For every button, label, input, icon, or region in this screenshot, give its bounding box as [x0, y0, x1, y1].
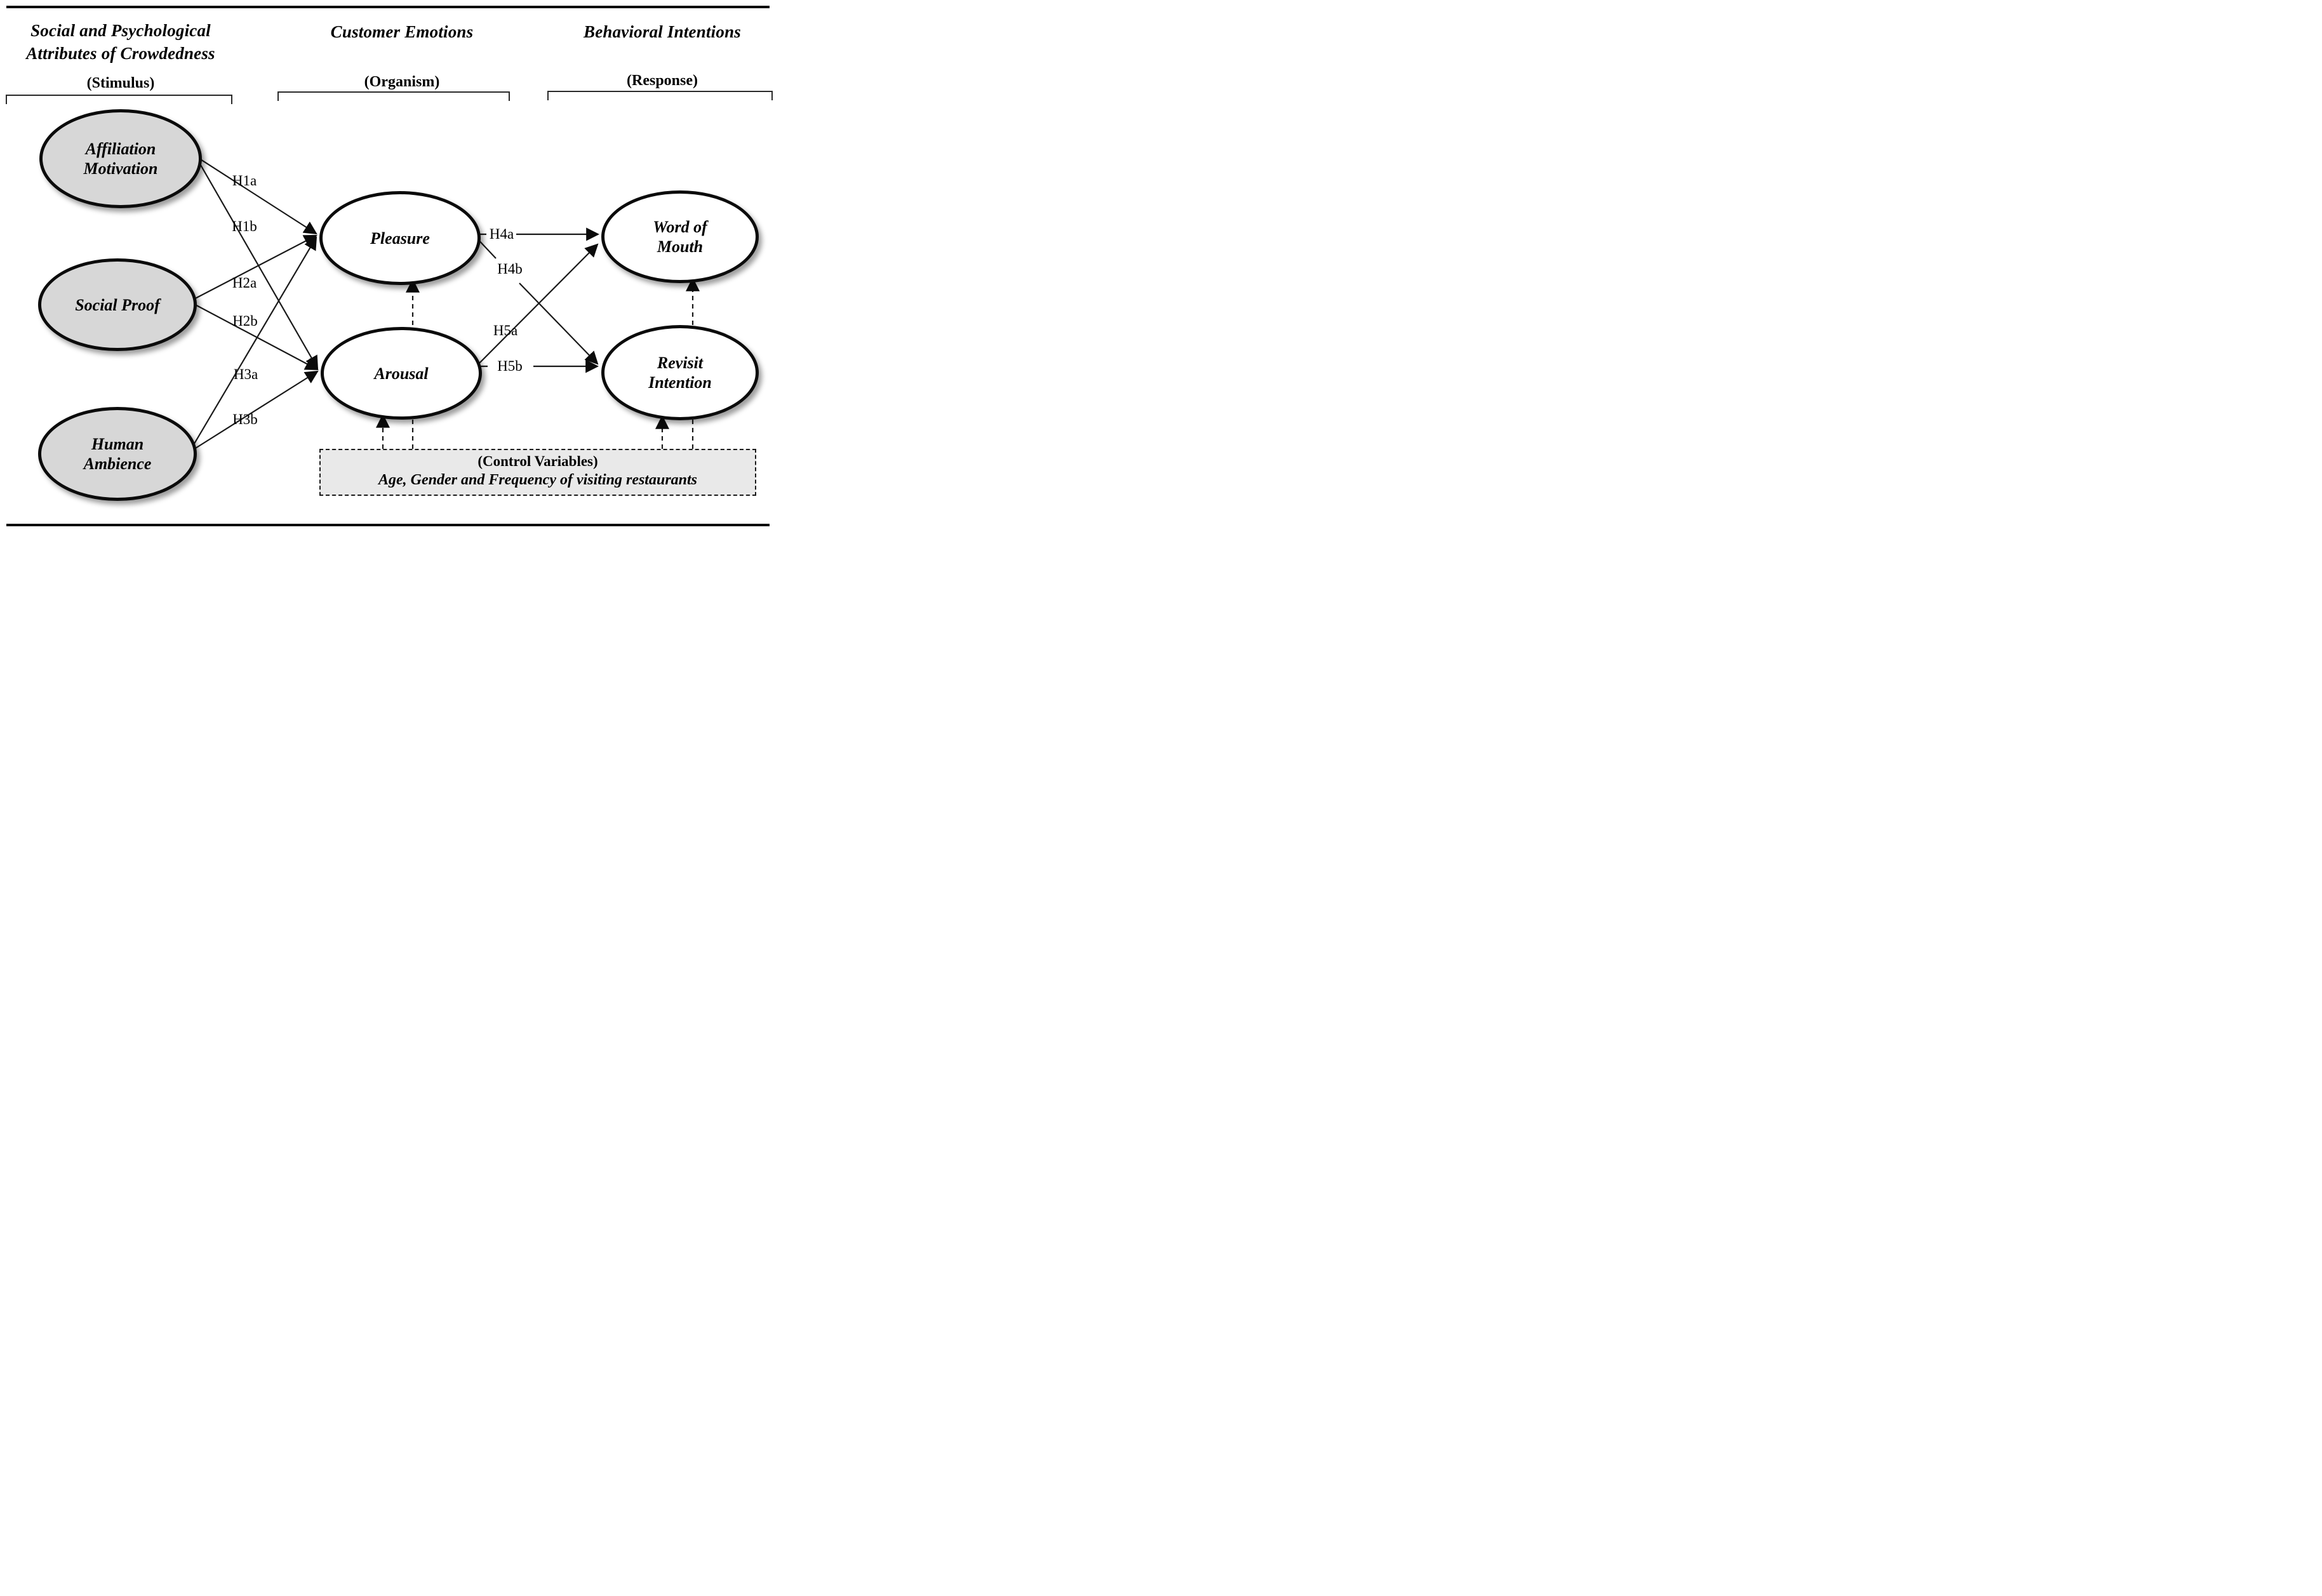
stimulus-header-line2: Attributes of Crowdedness: [26, 44, 215, 63]
control-variables-title: (Control Variables): [477, 453, 598, 469]
node-revisit-intention: Revisit Intention: [601, 325, 759, 420]
node-human-ambience-line1: Human: [91, 435, 144, 453]
label-h2a: H2a: [232, 275, 257, 291]
node-arousal-line1: Arousal: [374, 364, 429, 383]
bottom-rule: [6, 524, 770, 526]
organism-header-line1: Customer Emotions: [330, 22, 474, 41]
arrow-h3b: [190, 370, 319, 452]
organism-bracket: [277, 91, 510, 101]
arrow-h2a: [190, 235, 317, 302]
node-revisit-line2: Intention: [648, 373, 712, 392]
label-h3b: H3b: [232, 411, 258, 427]
stimulus-bracket: [6, 95, 232, 104]
label-h4b: H4b: [497, 261, 523, 277]
organism-tag: (Organism): [364, 74, 440, 90]
control-variables-box: (Control Variables) Age, Gender and Freq…: [319, 449, 756, 496]
response-header-line1: Behavioral Intentions: [583, 22, 741, 41]
label-h1a: H1a: [232, 173, 257, 189]
arrow-h5a: [475, 243, 599, 368]
stimulus-header-line1: Social and Psychological: [30, 21, 211, 40]
node-word-of-mouth-line2: Mouth: [657, 237, 704, 256]
arrow-h2b: [190, 302, 319, 370]
response-column-header: Behavioral Intentions: [557, 20, 767, 43]
node-pleasure-line1: Pleasure: [370, 229, 430, 248]
stimulus-column-header: Social and Psychological Attributes of C…: [13, 19, 229, 65]
node-human-ambience: Human Ambience: [38, 407, 197, 501]
node-arousal: Arousal: [321, 327, 482, 420]
label-h1b: H1b: [232, 218, 257, 234]
stimulus-tag: (Stimulus): [86, 75, 155, 91]
label-h5a: H5a: [493, 323, 518, 338]
node-word-of-mouth: Word of Mouth: [601, 190, 759, 283]
control-variables-subtitle: Age, Gender and Frequency of visiting re…: [378, 472, 698, 488]
arrow-h3a: [190, 236, 317, 451]
node-affiliation-line1: Affiliation: [85, 140, 156, 158]
arrow-h4b: [519, 283, 599, 365]
node-pleasure: Pleasure: [319, 191, 481, 285]
label-h2b: H2b: [232, 313, 258, 329]
label-h5b: H5b: [497, 358, 523, 374]
label-h4a: H4a: [489, 226, 514, 242]
node-social-proof: Social Proof: [38, 258, 197, 351]
label-h3a: H3a: [233, 366, 258, 382]
node-affiliation-motivation: Affiliation Motivation: [39, 109, 202, 208]
arrow-h1a: [195, 156, 317, 235]
node-revisit-line1: Revisit: [657, 354, 704, 372]
top-rule: [6, 6, 770, 8]
sor-model-figure: Social and Psychological Attributes of C…: [0, 0, 774, 532]
node-affiliation-line2: Motivation: [83, 159, 158, 178]
response-tag: (Response): [627, 72, 698, 89]
node-word-of-mouth-line1: Word of: [653, 218, 707, 236]
organism-column-header: Customer Emotions: [297, 20, 507, 43]
node-social-proof-line1: Social Proof: [75, 295, 160, 314]
response-bracket: [547, 91, 773, 100]
arrow-h1b: [195, 156, 319, 369]
node-human-ambience-line2: Ambience: [83, 455, 152, 473]
